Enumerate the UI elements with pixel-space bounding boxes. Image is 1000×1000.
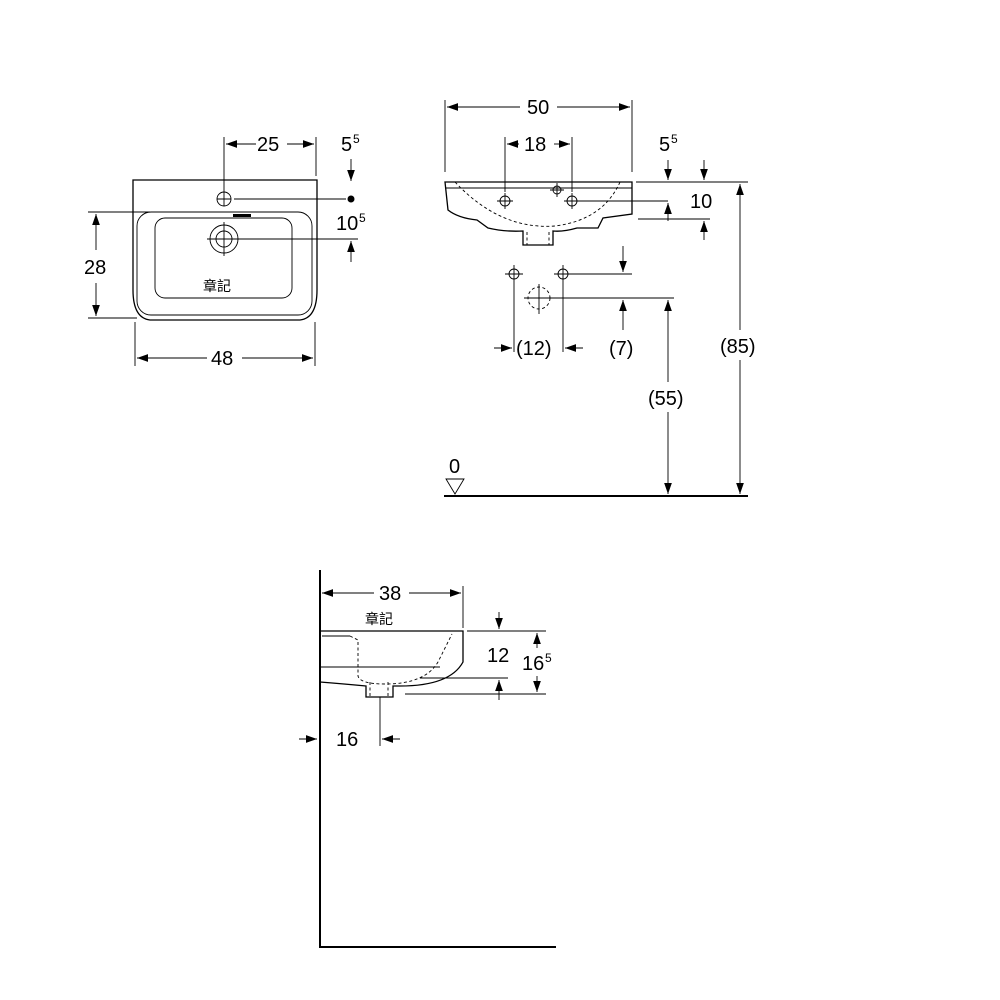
floor-level-label: 0 <box>449 456 460 478</box>
top-view: 章記 25 5 5 10 5 28 48 <box>84 132 366 370</box>
dim-bowl-height: 12 <box>487 645 509 667</box>
svg-text:5: 5 <box>359 211 366 225</box>
dim-overall-width: 50 <box>527 97 549 119</box>
dim-tap-hole-offset: 10 <box>336 213 358 235</box>
dim-waste-offset: 16 <box>336 729 358 751</box>
top-view-basin-outline <box>132 179 318 321</box>
side-view-stamp: 章記 <box>365 611 393 628</box>
dim-depth: 28 <box>84 257 106 279</box>
dim-rim-height: 10 <box>690 191 712 213</box>
svg-text:5: 5 <box>353 132 360 146</box>
svg-text:5: 5 <box>545 651 552 665</box>
front-view-bowl-dashed <box>454 181 621 227</box>
floor-level-marker <box>445 478 465 495</box>
side-view-bowl-dashed <box>349 633 453 685</box>
top-view-bowl-inner <box>154 217 293 299</box>
top-view-overflow-slot <box>233 214 251 217</box>
dim-total-height: 16 <box>522 653 544 675</box>
dim-rim-height-floor: (85) <box>720 336 756 358</box>
dim-waste-height: (55) <box>648 388 684 410</box>
dim-width: 48 <box>211 348 233 370</box>
top-view-bowl-outer <box>136 211 313 316</box>
svg-text:5: 5 <box>671 132 678 146</box>
side-view-basin-outline <box>319 630 464 698</box>
dim-rim-offset: 5 <box>659 134 670 156</box>
wall-line <box>319 570 556 948</box>
dim-projection: 38 <box>379 583 401 605</box>
dim-rear-offset: 5 <box>341 134 352 156</box>
top-view-stamp: 章記 <box>203 278 231 295</box>
dim-tap-offset: 25 <box>257 134 279 156</box>
dim-supply-height: (7) <box>609 338 633 360</box>
dim-supply-spacing: (12) <box>516 338 552 360</box>
dim-hole-spacing: 18 <box>524 134 546 156</box>
side-view: 章記 38 12 16 5 16 <box>299 570 556 948</box>
front-view: 50 18 5 5 10 (12) (7) <box>444 97 764 497</box>
front-view-basin-outline <box>444 181 633 246</box>
